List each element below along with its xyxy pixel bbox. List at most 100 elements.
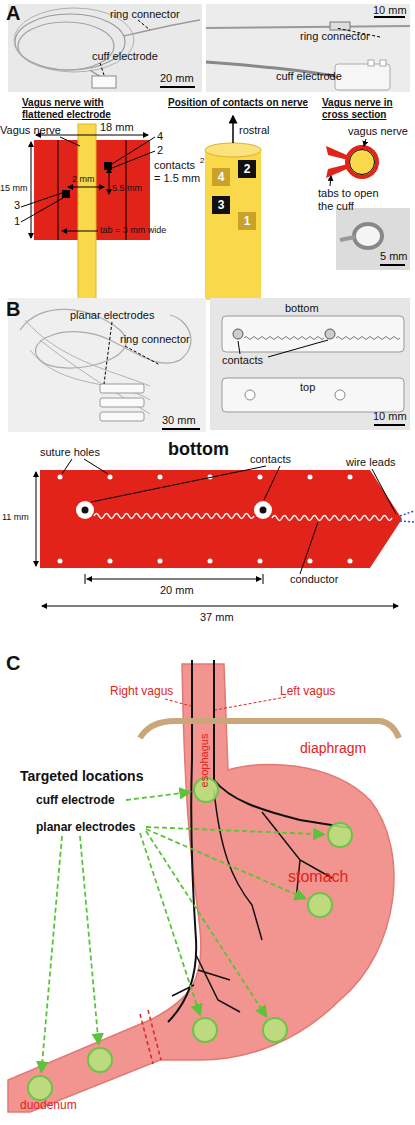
target-arrow <box>146 831 266 1017</box>
part-label: contacts <box>222 354 263 367</box>
part-label: ring connector <box>110 8 180 21</box>
photo-cuff-closeup <box>368 60 374 66</box>
photo-cuff-closeup <box>206 26 410 28</box>
target-arrow <box>146 827 324 834</box>
photo-cuff-coil <box>100 63 104 75</box>
photo-planar-closeup <box>325 329 335 339</box>
nerve-cylinder <box>232 116 234 143</box>
diaphragm-band <box>140 721 399 738</box>
photo-cuff-coil <box>138 20 150 30</box>
photo-conductor <box>336 337 400 340</box>
nerve-cross-section <box>364 139 366 146</box>
target-location-circle <box>193 1018 217 1042</box>
nerve-cylinder <box>205 143 261 157</box>
panel-heading: Position of contacts on nerve <box>168 97 308 109</box>
photo-cuff-coil <box>92 76 116 88</box>
callout-number: 4 <box>157 130 163 143</box>
planar-electrode-details <box>58 559 63 564</box>
planar-electrode-details <box>260 507 267 514</box>
photo-planar-leads <box>104 322 112 384</box>
planar-electrode-details <box>264 466 280 500</box>
planar-electrode-details <box>82 507 89 514</box>
photo-conductor <box>244 337 400 340</box>
planar-electrode-details <box>400 511 414 516</box>
callout-number: 2 <box>157 144 163 157</box>
gi-tract-drawing <box>140 1014 153 1064</box>
superscript: 2 <box>200 156 204 165</box>
nerve-cross-section <box>347 147 377 177</box>
flattened-electrode-drawing <box>112 151 155 168</box>
dimension-label: 2 mm <box>72 174 95 185</box>
panel-letter: B <box>6 298 20 320</box>
contact-number: 1 <box>244 214 251 228</box>
flattened-electrode-drawing <box>109 168 110 194</box>
flattened-electrode-drawing <box>58 140 59 240</box>
callout-number: 3 <box>14 199 20 212</box>
contact-square: 3 <box>212 196 230 214</box>
photo-planar-leads <box>8 298 206 432</box>
target-label: planar electrodes <box>36 820 135 834</box>
anatomy-label: diaphragm <box>300 740 366 756</box>
planar-electrode-details <box>108 475 113 480</box>
part-label: vagus nerve <box>348 125 408 138</box>
planar-electrode-details <box>400 521 414 522</box>
dimension-label: = 1.5 mm <box>154 172 200 185</box>
diaphragm-band <box>140 721 399 738</box>
direction-label: rostral <box>239 124 270 137</box>
planar-electrode-details <box>62 459 72 474</box>
gi-tract-drawing <box>148 1010 161 1060</box>
photo-planar-leads <box>125 346 160 365</box>
planar-electrode-details <box>258 559 263 564</box>
part-label: contacts <box>250 453 291 466</box>
vagus-nerve-lines <box>165 660 350 1022</box>
planar-electrode-details <box>254 501 272 519</box>
flattened-electrode-drawing <box>62 231 98 232</box>
nerve-cross-section <box>380 264 405 266</box>
part-label: bottom <box>285 302 319 315</box>
electrode-outline <box>40 470 402 568</box>
panel-heading: bottom <box>168 439 229 460</box>
vagus-nerve-lines <box>215 697 286 710</box>
contact-number: 4 <box>218 170 225 184</box>
anatomy-label: stomach <box>288 868 348 886</box>
photo-planar-closeup <box>374 424 405 426</box>
planar-electrode-details <box>91 466 266 502</box>
photo-cuff-closeup <box>380 60 386 66</box>
planar-electrode-details <box>85 574 86 584</box>
dimension-label: 5.5 mm <box>112 183 142 194</box>
flattened-electrode-drawing <box>78 124 96 300</box>
planar-electrode-details <box>58 475 63 480</box>
target-location-circle <box>328 823 352 847</box>
nerve-cross-section <box>340 237 355 240</box>
conductor-trace <box>94 514 254 519</box>
scale-label: 30 mm <box>162 414 196 427</box>
nerve-cross-section <box>350 150 375 175</box>
photo-planar-leads <box>100 398 144 407</box>
target-arrow <box>146 829 305 899</box>
target-location-circle <box>28 778 352 1100</box>
nerve-cylinder <box>205 116 261 300</box>
target-location-circle <box>263 1018 287 1042</box>
part-label: conductor <box>290 573 338 586</box>
vagus-nerve-lines <box>165 699 191 706</box>
part-label: ring connector <box>120 333 190 346</box>
photo-planar-closeup <box>268 340 328 357</box>
vagus-nerve-lines <box>214 790 332 940</box>
contact-square: 1 <box>238 212 256 230</box>
photo-planar-closeup <box>233 329 243 339</box>
dimension-label: 20 mm <box>160 584 194 597</box>
planar-electrode-details <box>258 475 263 480</box>
photo-cuff-coil <box>160 86 195 88</box>
photo-cuff-closeup <box>206 4 410 92</box>
photo-planar-leads <box>162 428 200 430</box>
planar-electrode-details <box>348 559 353 564</box>
legend-heading: Targeted locations <box>20 768 143 784</box>
scale-label: 10 mm <box>373 4 407 17</box>
conductor-trace <box>272 516 392 521</box>
target-location-circle <box>28 1076 52 1100</box>
dimension-label: 15 mm <box>0 183 28 194</box>
